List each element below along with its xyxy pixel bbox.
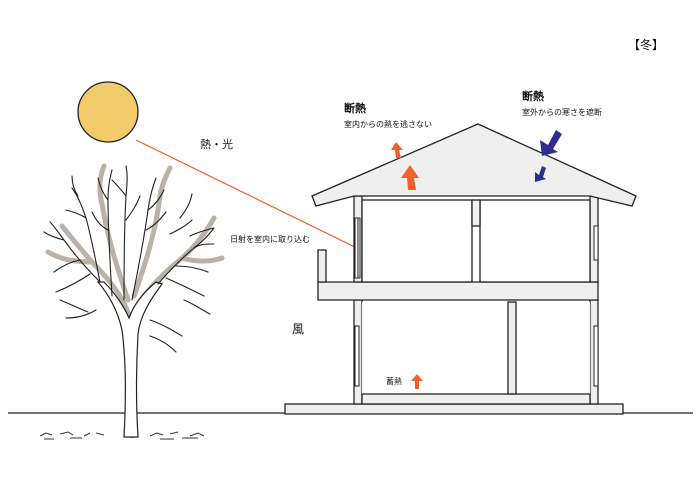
heat-storage-label: 蓄熱 (386, 377, 402, 386)
house-section (284, 123, 637, 415)
tree-icon (43, 163, 225, 439)
heat-storage-arrow (411, 374, 423, 389)
heat-arrow-large (401, 165, 419, 190)
window-marks (354, 217, 599, 387)
sun-icon (77, 81, 139, 143)
cold-arrow-large (540, 130, 562, 156)
grass-marks (39, 431, 205, 440)
insulation-block-cold-title: 断熱 (522, 90, 544, 103)
insulation-keep-heat-title: 断熱 (344, 102, 366, 115)
heat-arrow-small (391, 142, 403, 158)
insulation-keep-heat-desc: 室内からの熱を逃さない (344, 120, 432, 129)
solar-gain-label: 日射を室内に取り込む (230, 235, 310, 244)
season-label: 【冬】 (628, 38, 665, 52)
wind-label: 風 (292, 322, 305, 336)
insulation-block-cold-desc: 室外からの寒さを遮断 (522, 108, 602, 117)
heat-light-label: 熱・光 (200, 138, 233, 151)
cold-arrow-small (535, 166, 546, 182)
